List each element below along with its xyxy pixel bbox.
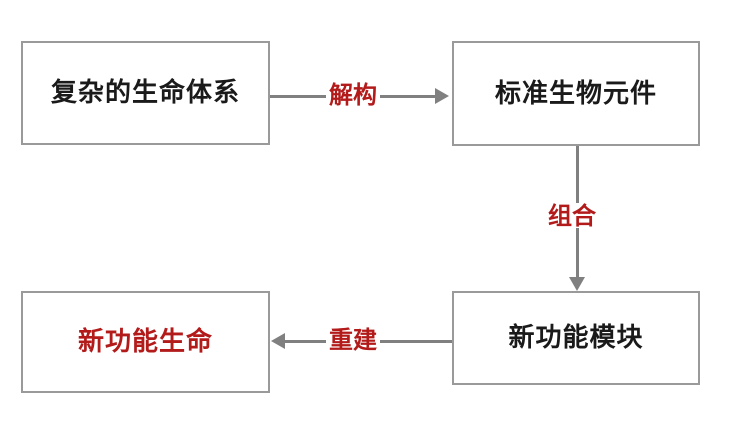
edge-deconstruct-arrowhead-icon (435, 88, 449, 104)
node-standard-parts[interactable]: 标准生物元件 (452, 41, 700, 146)
node-new-life-label: 新功能生命 (77, 327, 213, 357)
edge-assemble-label: 组合 (545, 203, 599, 228)
edge-rebuild-arrowhead-icon (271, 333, 285, 349)
node-complex-life-label: 复杂的生命体系 (50, 78, 240, 108)
edge-deconstruct-label: 解构 (326, 82, 380, 107)
edge-assemble-arrowhead-icon (569, 277, 585, 291)
node-new-module-label: 新功能模块 (508, 323, 644, 353)
edge-rebuild-label: 重建 (326, 327, 380, 352)
node-standard-parts-label: 标准生物元件 (494, 78, 657, 109)
node-new-life[interactable]: 新功能生命 (21, 291, 270, 393)
node-complex-life[interactable]: 复杂的生命体系 (21, 41, 270, 145)
node-new-module[interactable]: 新功能模块 (452, 291, 700, 385)
